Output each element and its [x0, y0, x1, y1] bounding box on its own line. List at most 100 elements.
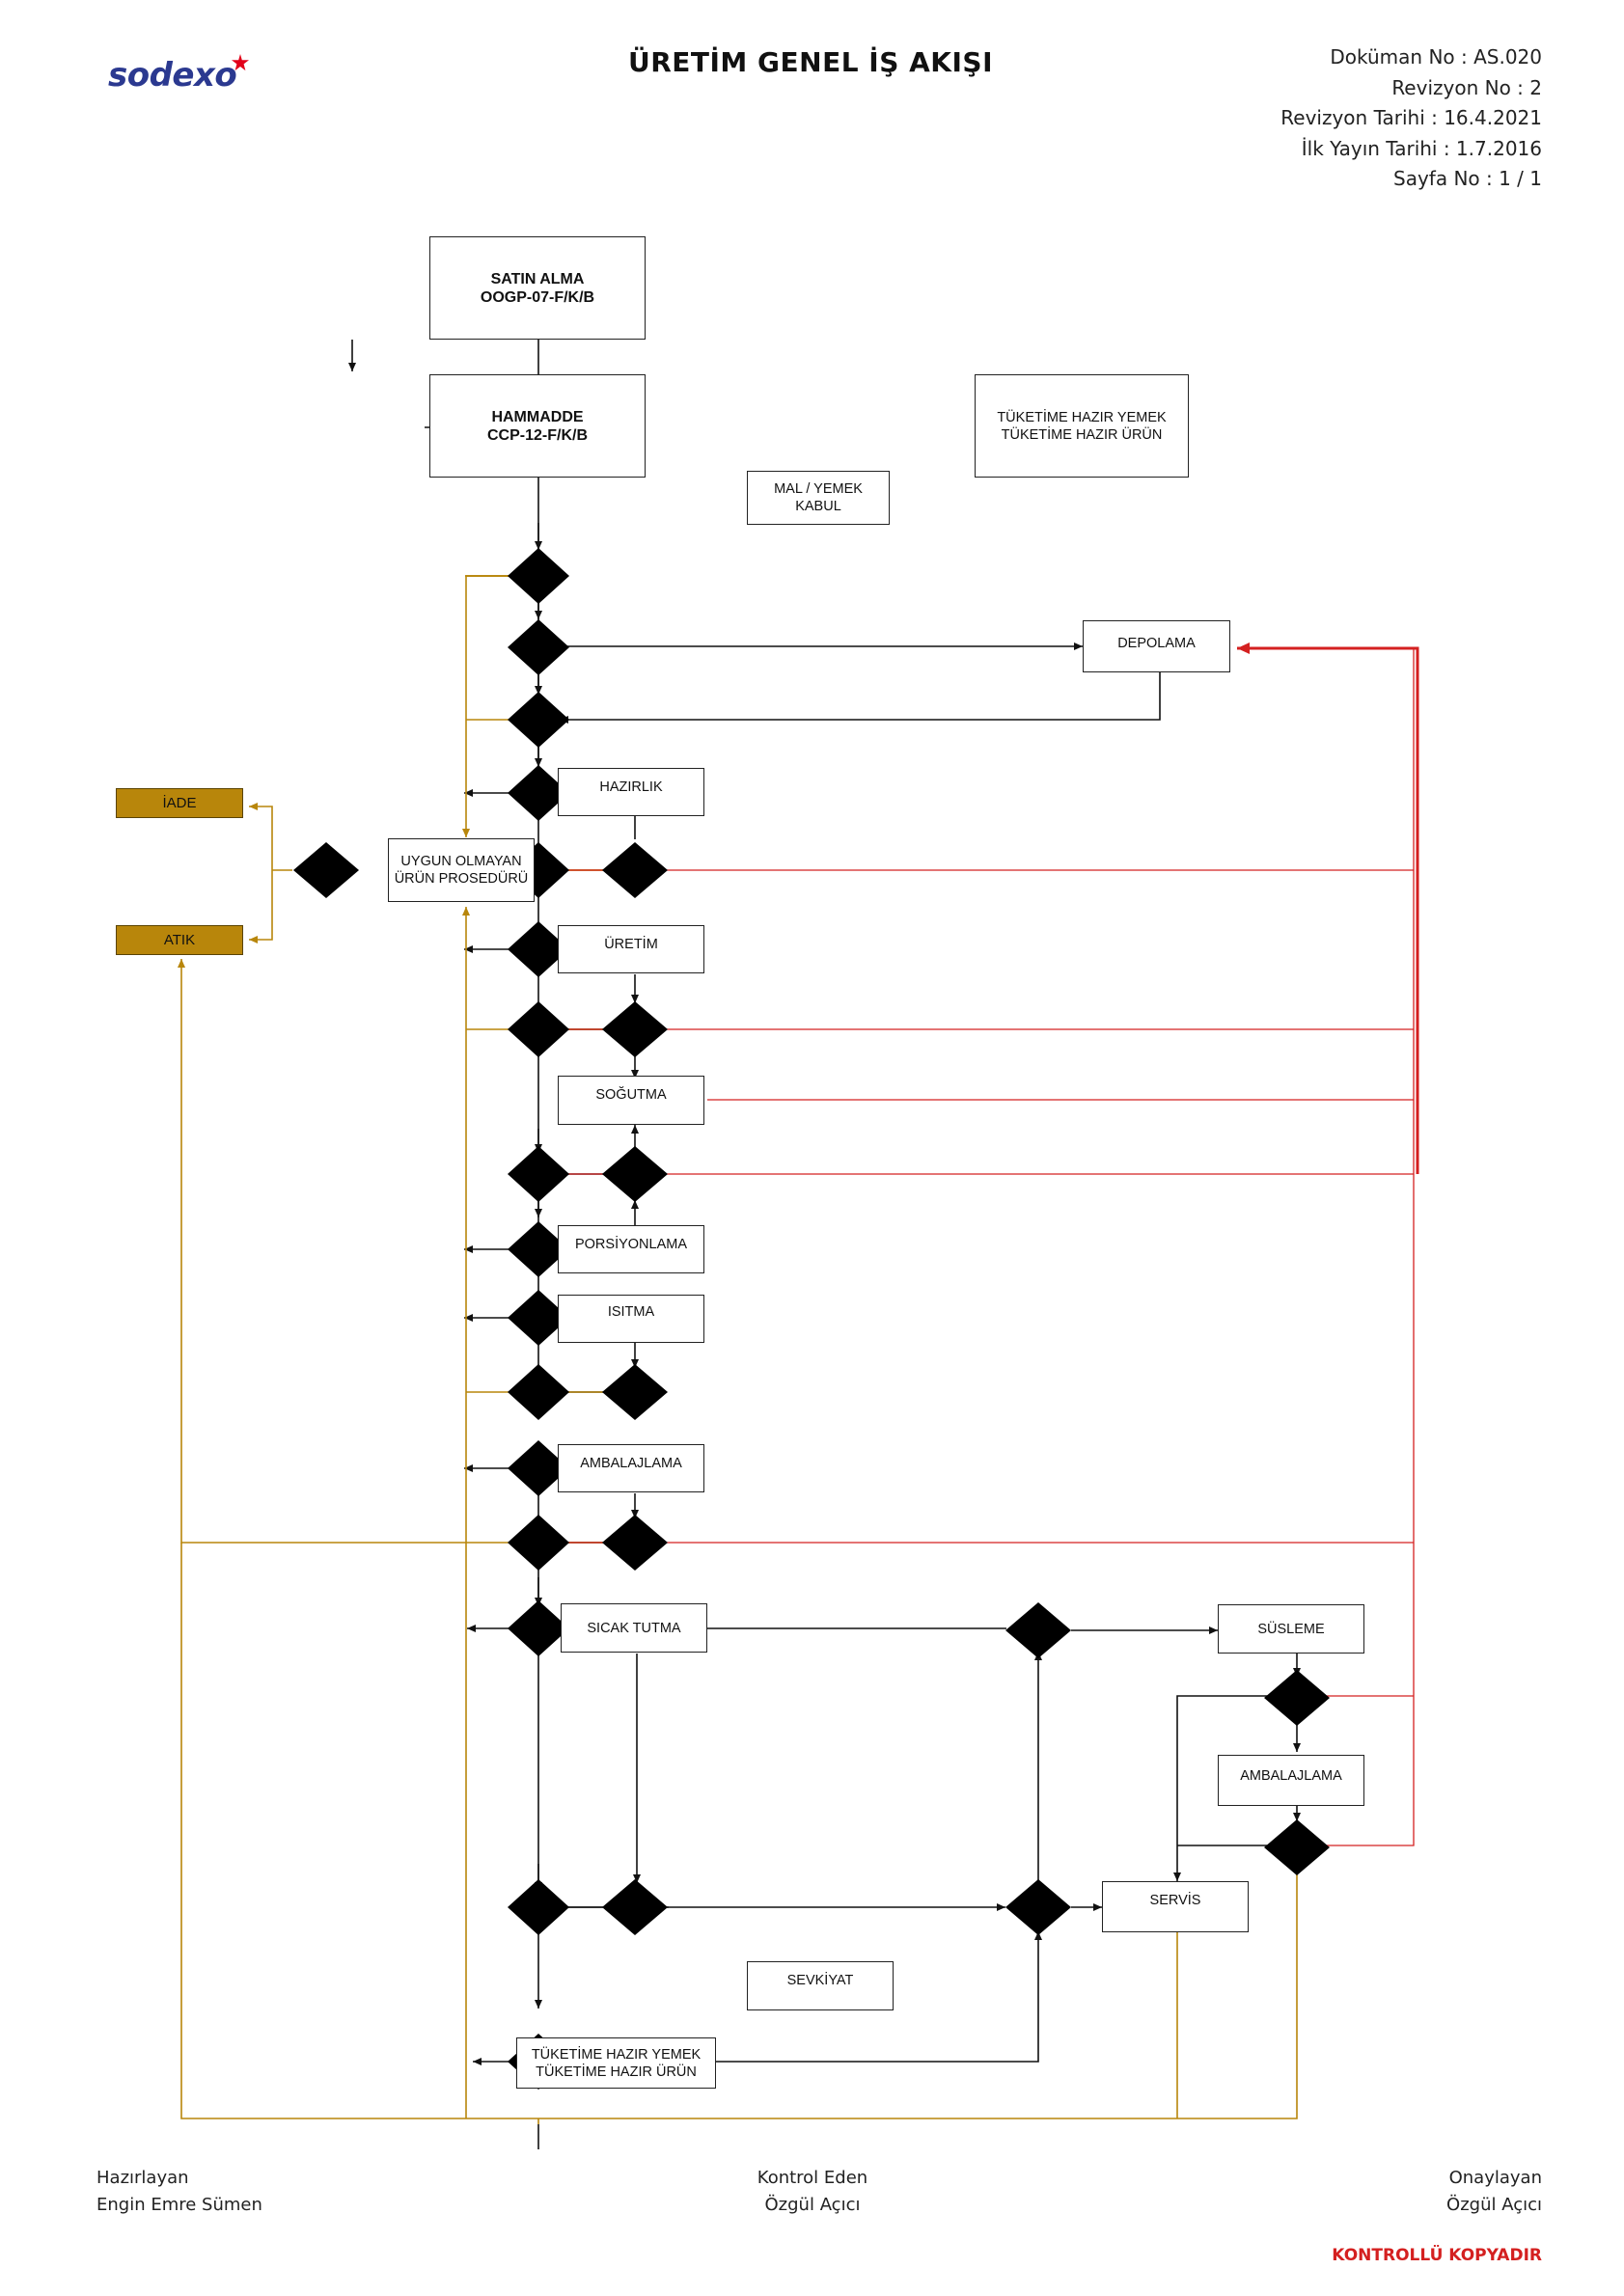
tuketime-hazir-bottom-box: TÜKETİME HAZIR YEMEK TÜKETİME HAZIR ÜRÜN [516, 2037, 716, 2089]
decision-diamond [1264, 1819, 1330, 1875]
hammadde-label: HAMMADDE [491, 408, 584, 425]
iade-label: İADE [162, 794, 197, 811]
atik-box: ATIK [116, 925, 243, 955]
hammadde-box: HAMMADDE CCP-12-F/K/B [429, 374, 646, 478]
sicak-tutma-box: SICAK TUTMA [561, 1603, 707, 1653]
decision-diamond [508, 1290, 569, 1346]
sevkiyat-label: SEVKİYAT [786, 1973, 854, 1988]
controlled-copy-stamp: KONTROLLÜ KOPYADIR [1332, 2246, 1542, 2265]
satin-alma-label: SATIN ALMA [490, 270, 585, 287]
decision-diamond [508, 765, 569, 821]
tuketime-hazir-top-line-1: TÜKETİME HAZIR YEMEK [997, 409, 1167, 425]
depolama-back [560, 672, 1161, 724]
checked-by: Kontrol Eden Özgül Açıcı [716, 2165, 909, 2219]
decision-diamond [602, 1515, 668, 1571]
decision-diamond [1264, 1670, 1330, 1726]
decision-diamond [508, 692, 569, 748]
decision-diamond [1005, 1879, 1071, 1935]
page-title: ÜRETİM GENEL İŞ AKIŞI [627, 46, 993, 78]
mal-kabul-line-1: MAL / YEMEK [774, 481, 863, 497]
approved-by: Onaylayan Özgül Açıcı [1446, 2165, 1542, 2219]
decision-diamond [508, 619, 569, 675]
decision-diamond [602, 1146, 668, 1202]
isitma-label: ISITMA [607, 1304, 655, 1320]
ambalajlama-1-label: AMBALAJLAMA [580, 1456, 682, 1471]
decision-diamond [508, 548, 569, 604]
porsiyonlama-box: PORSİYONLAMA [558, 1225, 704, 1273]
decision-diamond [602, 842, 668, 898]
prepared-by: Hazırlayan Engin Emre Sümen [96, 2165, 262, 2219]
decision-diamond [508, 1221, 569, 1277]
uretim-label: ÜRETİM [604, 937, 658, 952]
kabul-reject-to-uygun [462, 575, 516, 837]
checked-name: Özgül Açıcı [764, 2195, 861, 2215]
satin-alma-code: OOGP-07-F/K/B [480, 288, 595, 306]
susleme-box: SÜSLEME [1218, 1604, 1364, 1654]
sogutma-label: SOĞUTMA [595, 1087, 667, 1103]
tuketime-hazir-bottom-line-1: TÜKETİME HAZIR YEMEK [531, 2046, 702, 2063]
to-iade [249, 803, 273, 870]
tuketime-hazir-top-box: TÜKETİME HAZIR YEMEK TÜKETİME HAZIR ÜRÜN [975, 374, 1189, 478]
uygun-olmayan-line-1: UYGUN OLMAYAN [400, 854, 522, 869]
revision-date: Revizyon Tarihi : 16.4.2021 [1280, 106, 1542, 129]
satin-alma-box: SATIN ALMA OOGP-07-F/K/B [429, 236, 646, 340]
prepared-label: Hazırlayan [96, 2168, 189, 2188]
decision-diamond [508, 1600, 569, 1656]
uygun-olmayan-box: UYGUN OLMAYAN ÜRÜN PROSEDÜRÜ [388, 838, 535, 902]
sogutma-box: SOĞUTMA [558, 1076, 704, 1125]
decision-diamonds [293, 548, 1330, 2090]
ambalajlama-1-box: AMBALAJLAMA [558, 1444, 704, 1492]
uretim-box: ÜRETİM [558, 925, 704, 973]
uygun-olmayan-line-2: ÜRÜN PROSEDÜRÜ [394, 871, 529, 887]
ambalajlama-2-box: AMBALAJLAMA [1218, 1755, 1364, 1806]
approved-name: Özgül Açıcı [1446, 2195, 1542, 2215]
hazirlik-label: HAZIRLIK [599, 779, 663, 795]
sodexo-logo: sodexo [108, 54, 272, 112]
mal-kabul-box: MAL / YEMEK KABUL [747, 471, 890, 525]
isitma-box: ISITMA [558, 1295, 704, 1343]
black-connectors [348, 340, 1301, 2149]
to-atik [249, 870, 273, 943]
red-connectors [560, 642, 1419, 1846]
decision-diamond [508, 1146, 569, 1202]
hammadde-code: CCP-12-F/K/B [486, 426, 588, 444]
decision-diamond [602, 1364, 668, 1420]
prepared-name: Engin Emre Sümen [96, 2195, 262, 2215]
atik-label: ATIK [163, 931, 196, 948]
tuketime-hazir-bottom-line-2: TÜKETİME HAZIR ÜRÜN [536, 2064, 697, 2080]
tuketime-hazir-top-line-2: TÜKETİME HAZIR ÜRÜN [1001, 426, 1163, 443]
logo-star-icon [232, 54, 249, 71]
servis-label: SERVİS [1149, 1893, 1201, 1908]
hazirlik-box: HAZIRLIK [558, 768, 704, 816]
decision-diamond [1005, 1602, 1071, 1658]
depolama-label: DEPOLAMA [1117, 636, 1196, 651]
decision-diamond [602, 1879, 668, 1935]
susleme-diamond-to-servis [1173, 1695, 1276, 1881]
red-line-28 [1319, 648, 1415, 1846]
porsiyonlama-label: PORSİYONLAMA [574, 1237, 688, 1252]
decision-diamond [508, 1001, 569, 1057]
iade-box: İADE [116, 788, 243, 818]
gold-line-19 [180, 1543, 1298, 2119]
page-number: Sayfa No : 1 / 1 [1393, 167, 1542, 190]
decision-diamond [602, 1001, 668, 1057]
logo-text: sodexo [108, 56, 237, 95]
decision-diamond [508, 1515, 569, 1571]
checked-label: Kontrol Eden [757, 2168, 868, 2188]
approved-label: Onaylayan [1448, 2168, 1542, 2188]
susleme-label: SÜSLEME [1257, 1621, 1325, 1637]
servis-box: SERVİS [1102, 1881, 1249, 1932]
decision-diamond [508, 1440, 569, 1496]
doc-number: Doküman No : AS.020 [1330, 45, 1542, 68]
sevk-diamond-to-servis-diamond [560, 1931, 1042, 2063]
depolama-box: DEPOLAMA [1083, 620, 1230, 672]
mal-kabul-line-2: KABUL [795, 499, 841, 514]
first-publish-date: İlk Yayın Tarihi : 1.7.2016 [1301, 136, 1542, 160]
sicak-tutma-label: SICAK TUTMA [587, 1620, 681, 1636]
decision-diamond [508, 921, 569, 977]
sevkiyat-box: SEVKİYAT [747, 1961, 894, 2010]
return-to-depolama [1237, 642, 1419, 1174]
ambalajlama-2-label: AMBALAJLAMA [1240, 1768, 1342, 1784]
decision-diamond [293, 842, 359, 898]
